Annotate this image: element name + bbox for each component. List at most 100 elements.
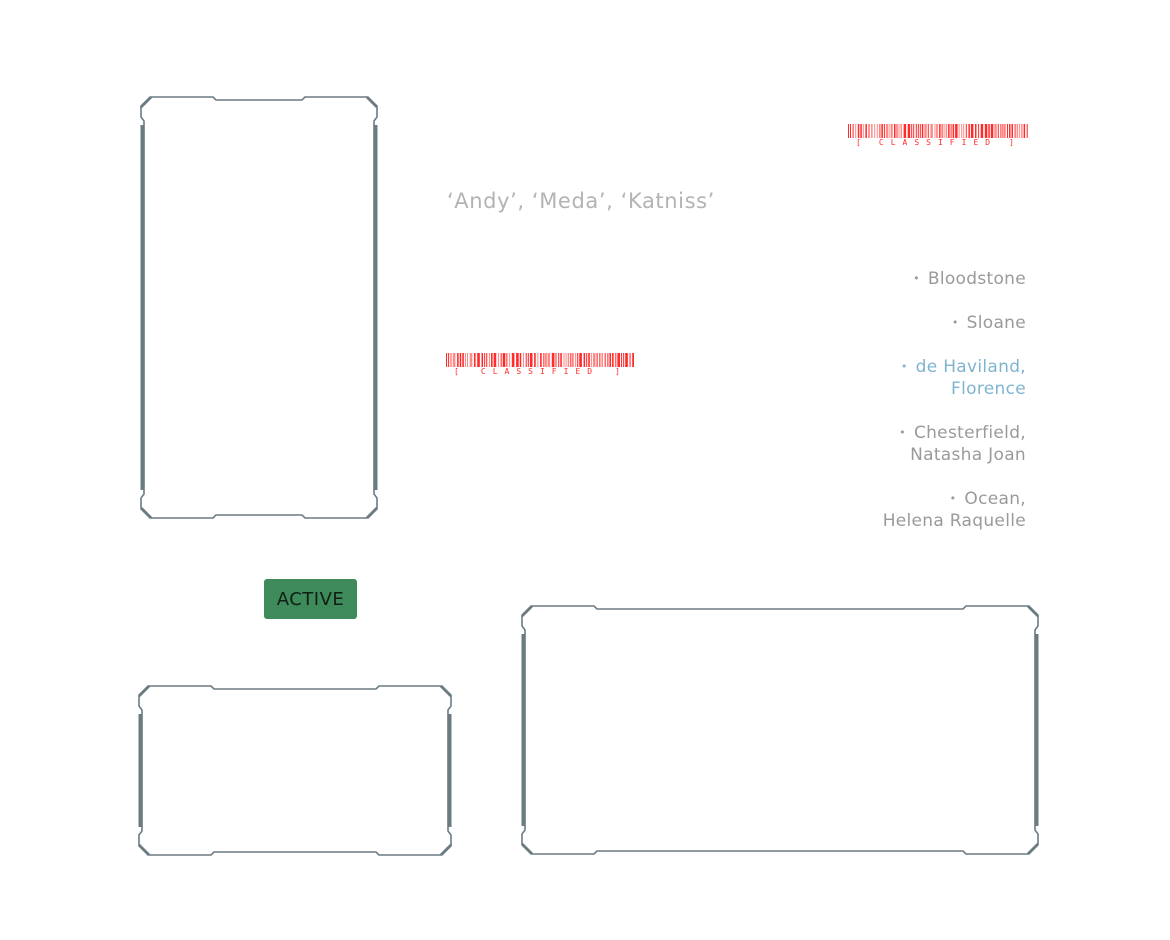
barcode-bar: [506, 353, 508, 367]
barcode-bar: [572, 353, 574, 367]
barcode-bar: [511, 353, 515, 367]
barcode-bar: [898, 124, 900, 138]
barcode-bar: [855, 124, 857, 138]
barcode-bar: [607, 353, 609, 367]
barcode-bar: [921, 124, 924, 138]
barcode-bar: [907, 124, 911, 138]
barcode-bar: [519, 353, 522, 367]
bullet-icon: •: [949, 492, 957, 505]
barcode-bar: [525, 353, 527, 367]
barcode-bar: [894, 124, 896, 138]
barcode-bar: [1019, 124, 1021, 138]
barcode-bar: [575, 353, 577, 367]
barcode-bar: [941, 124, 943, 138]
barcode-bar: [484, 353, 486, 367]
barcode-bar: [988, 124, 990, 138]
barcode-caption: [ CLASSIFIED ]: [848, 138, 1028, 147]
bullet-icon: •: [899, 426, 906, 439]
barcode-bar: [903, 124, 907, 138]
name-list-item[interactable]: •Sloane: [766, 312, 1026, 334]
barcode-bar: [885, 124, 889, 138]
barcode-bar: [583, 353, 586, 367]
barcode-bar: [963, 124, 965, 138]
barcode-bar: [1007, 124, 1008, 138]
barcode-bar: [596, 353, 598, 367]
caption-label: CLASSIFIED: [480, 367, 600, 376]
barcode-bar: [939, 124, 941, 138]
barcode-bar: [850, 124, 851, 138]
name-list-item[interactable]: • de Haviland,Florence: [766, 356, 1026, 400]
barcode-bar: [896, 124, 898, 138]
barcode-bar: [883, 124, 885, 138]
frame-corner: [1026, 842, 1040, 856]
name-list-item[interactable]: • Bloodstone: [766, 268, 1026, 290]
caption-left-bracket: [: [856, 138, 867, 147]
barcode-caption: [ CLASSIFIED ]: [446, 367, 634, 376]
name-line: Bloodstone: [927, 269, 1026, 289]
barcode-bar: [516, 353, 519, 367]
barcode-bar: [913, 124, 915, 138]
name-list-item[interactable]: •Ocean,Helena Raquelle: [766, 488, 1026, 532]
name-list-item[interactable]: •Chesterfield,Natasha Joan: [766, 422, 1026, 466]
barcode-bar: [1014, 124, 1016, 138]
barcode-bar: [958, 124, 960, 138]
barcode-bar: [502, 353, 506, 367]
frame-corner: [1026, 604, 1040, 618]
barcode-bar: [545, 353, 547, 367]
caption-left-bracket: [: [454, 367, 465, 376]
barcode-bar: [615, 353, 617, 367]
frame-corner: [520, 604, 534, 618]
barcode-bar: [555, 353, 557, 367]
frame-corner: [137, 843, 151, 857]
barcode-bar: [876, 124, 878, 138]
barcode-bar: [632, 353, 634, 367]
barcode-bar: [543, 353, 545, 367]
frame-side-rail: [140, 125, 145, 490]
barcode-bar: [527, 353, 529, 367]
barcode-icon: [848, 124, 1028, 138]
barcode-bar: [915, 124, 917, 138]
bullet-icon: •: [900, 360, 908, 373]
frame-corner: [520, 842, 534, 856]
name-line: Florence: [951, 379, 1026, 399]
name-line: Natasha Joan: [910, 445, 1026, 465]
barcode-bar: [965, 124, 967, 138]
barcode-bar: [601, 353, 603, 367]
barcode-bar: [509, 353, 511, 367]
barcode-bar: [874, 124, 876, 138]
barcode-bar: [534, 353, 536, 367]
frame-corner: [365, 95, 379, 109]
barcode-bar: [590, 353, 592, 367]
barcode-bar: [889, 124, 891, 138]
barcode-bar: [943, 124, 945, 138]
barcode-bar: [857, 124, 860, 138]
status-badge[interactable]: ACTIVE: [264, 579, 357, 619]
barcode-bar: [529, 353, 533, 367]
barcode-bar: [961, 124, 963, 138]
barcode-bar: [945, 124, 948, 138]
barcode-bar: [537, 353, 539, 367]
barcode-bar: [950, 124, 952, 138]
barcode-icon: [446, 353, 634, 367]
barcode-bar: [934, 124, 936, 138]
barcode-bar: [464, 353, 466, 367]
barcode-bar: [1026, 124, 1028, 138]
frame-corner: [365, 506, 379, 520]
barcode-bar: [930, 124, 933, 138]
barcode-bar: [900, 124, 902, 138]
barcode-bar: [462, 353, 464, 367]
barcode-bar: [994, 124, 997, 138]
barcode-bar: [592, 353, 596, 367]
barcode-bar: [491, 353, 493, 367]
barcode-bar: [466, 353, 469, 367]
barcode-bar: [586, 353, 588, 367]
barcode-bar: [477, 353, 480, 367]
name-line: de Haviland,: [915, 357, 1026, 377]
frame-border: [138, 685, 452, 856]
frame-side-rail: [521, 634, 526, 826]
barcode-bar: [911, 124, 913, 138]
barcode-bar: [984, 124, 988, 138]
bullet-icon: •: [913, 272, 920, 285]
frame-corner: [439, 684, 453, 698]
frame-corner: [439, 843, 453, 857]
